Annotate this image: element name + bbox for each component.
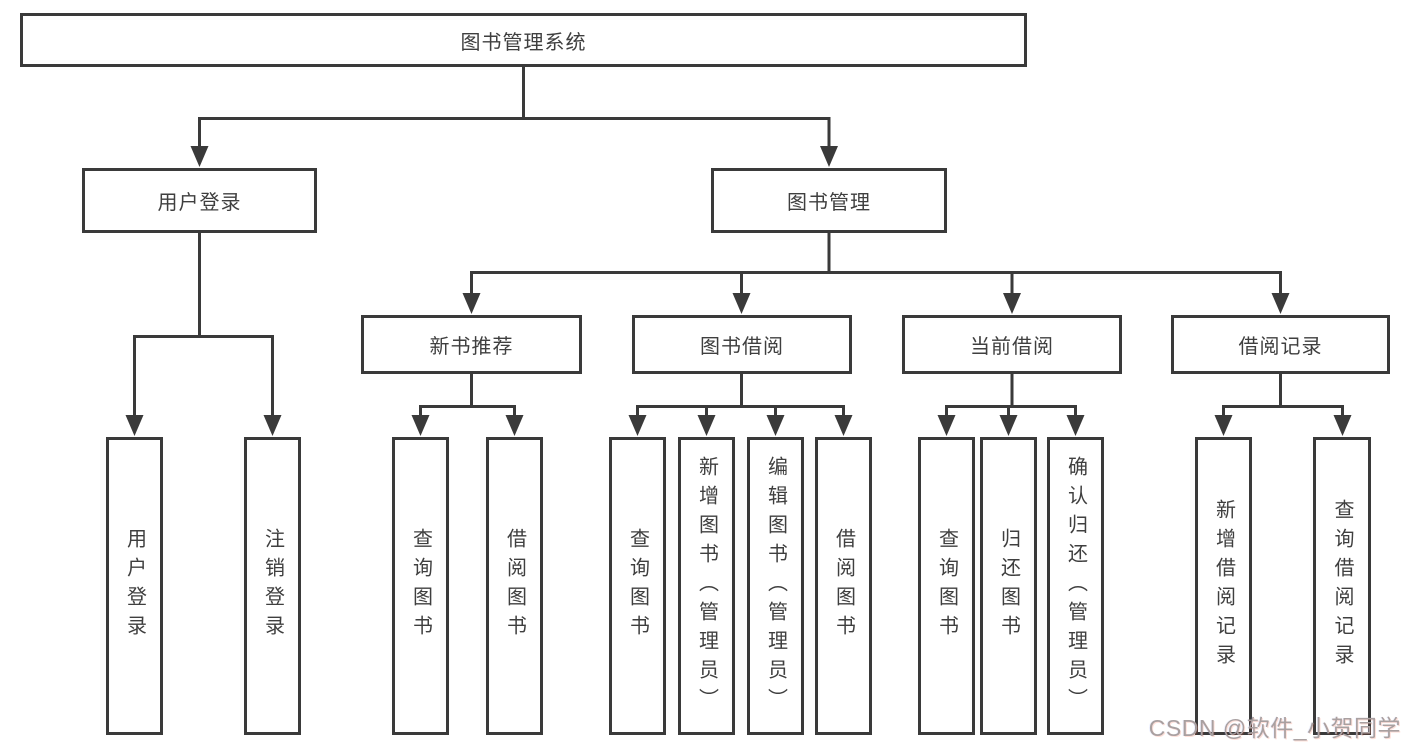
leaf-query-books-current: 查询图书 xyxy=(918,437,975,735)
leaf-borrow-books-recommend: 借阅图书 xyxy=(486,437,543,735)
csdn-watermark: CSDN @软件_小贺同学 xyxy=(1148,715,1401,741)
leaf-return-books: 归还图书 xyxy=(980,437,1037,735)
leaf-query-borrow-record: 查询借阅记录 xyxy=(1313,437,1371,735)
leaf-add-books-admin: 新增图书（管理员） xyxy=(678,437,735,735)
leaf-user-login: 用户登录 xyxy=(106,437,163,735)
leaf-logout: 注销登录 xyxy=(244,437,301,735)
leaf-borrow-books: 借阅图书 xyxy=(815,437,872,735)
node-user-login: 用户登录 xyxy=(82,168,317,233)
leaf-add-borrow-record: 新增借阅记录 xyxy=(1195,437,1252,735)
node-new-book-recommendation: 新书推荐 xyxy=(361,315,582,374)
tree-connector-lines xyxy=(133,67,1344,417)
node-borrowing-records: 借阅记录 xyxy=(1171,315,1390,374)
node-current-borrowing: 当前借阅 xyxy=(902,315,1122,374)
node-library-management-system: 图书管理系统 xyxy=(20,13,1027,67)
leaf-edit-books-admin: 编辑图书（管理员） xyxy=(747,437,804,735)
node-book-borrowing: 图书借阅 xyxy=(632,315,852,374)
node-book-management: 图书管理 xyxy=(711,168,947,233)
leaf-query-books-recommend: 查询图书 xyxy=(392,437,449,735)
leaf-query-books-borrowing: 查询图书 xyxy=(609,437,666,735)
leaf-confirm-return-admin: 确认归还（管理员） xyxy=(1047,437,1104,735)
